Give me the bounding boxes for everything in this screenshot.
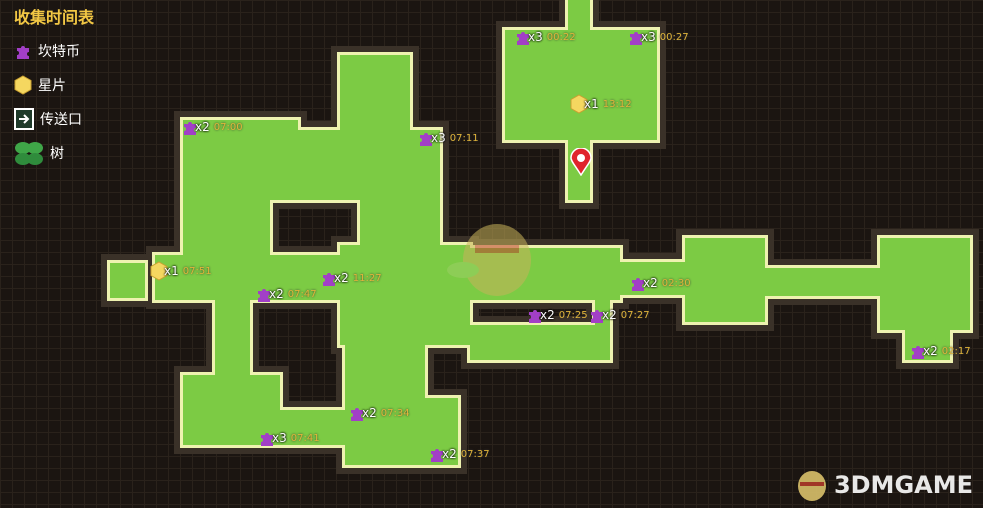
map-room <box>760 268 885 296</box>
puzzle-icon <box>323 273 335 286</box>
star-shard-icon <box>150 261 168 281</box>
marker-time: 07:37 <box>460 448 490 460</box>
puzzle-icon <box>261 433 273 446</box>
legend-item-star: 星片 <box>14 68 94 102</box>
puzzle-icon <box>258 289 270 302</box>
puzzle-icon <box>17 46 29 59</box>
marker-count: x1 <box>164 264 179 278</box>
legend-item-tree: 树 <box>14 136 94 170</box>
puzzle-icon <box>912 346 924 359</box>
map-room <box>297 130 440 200</box>
mascot-logo-icon <box>797 471 826 501</box>
legend-label: 树 <box>50 146 64 162</box>
puzzle-icon <box>431 449 443 462</box>
player-character-icon <box>445 215 535 304</box>
marker-time: 07:27 <box>620 309 650 321</box>
marker-time: 02:17 <box>941 345 971 357</box>
marker-time: 13:12 <box>602 98 632 110</box>
puzzle-icon <box>529 310 541 323</box>
puzzle-icon <box>420 133 432 146</box>
map-room <box>280 410 350 445</box>
legend-label: 传送口 <box>40 112 82 128</box>
star-shard-icon <box>14 75 32 95</box>
marker-count: x2 <box>334 271 349 285</box>
puzzle-icon <box>351 408 363 421</box>
legend-label: 坎特币 <box>38 44 80 60</box>
marker-time: 02:30 <box>661 277 691 289</box>
watermark-text: 3DMGAME <box>833 471 973 499</box>
tree-icon <box>15 142 43 165</box>
marker-time: 07:00 <box>213 121 243 133</box>
map-room <box>880 238 970 330</box>
legend: 收集时间表 坎特币 星片 传送口 树 <box>14 4 94 170</box>
star-shard-icon <box>570 94 588 114</box>
marker-count: x2 <box>602 308 617 322</box>
map-room <box>183 375 280 445</box>
location-pin-icon[interactable] <box>570 147 592 180</box>
map-room <box>685 238 765 322</box>
marker-time: 00:27 <box>659 31 689 43</box>
marker-count: x3 <box>272 431 287 445</box>
marker-time: 07:51 <box>182 265 212 277</box>
marker-time: 07:34 <box>380 407 410 419</box>
marker-count: x2 <box>442 447 457 461</box>
map-room <box>470 325 610 360</box>
portal-icon <box>14 108 34 130</box>
marker-time: 07:11 <box>449 132 479 144</box>
map-room <box>610 262 690 295</box>
marker-time: 11:27 <box>352 272 382 284</box>
marker-count: x2 <box>643 276 658 290</box>
legend-item-portal: 传送口 <box>14 102 94 136</box>
map-room <box>215 295 250 385</box>
puzzle-icon <box>630 32 642 45</box>
marker-count: x1 <box>584 97 599 111</box>
puzzle-icon <box>591 310 603 323</box>
legend-title: 收集时间表 <box>14 8 95 27</box>
marker-time: 07:47 <box>287 288 317 300</box>
marker-count: x3 <box>641 30 656 44</box>
marker-time: 00:22 <box>546 31 576 43</box>
marker-count: x2 <box>269 287 284 301</box>
map-room <box>183 120 298 200</box>
puzzle-icon <box>517 32 529 45</box>
puzzle-icon <box>632 278 644 291</box>
map-room <box>905 320 950 360</box>
marker-count: x2 <box>923 344 938 358</box>
marker-count: x3 <box>528 30 543 44</box>
map-room <box>505 30 657 140</box>
marker-count: x2 <box>195 120 210 134</box>
watermark-logo: 3DMGAME <box>792 468 973 502</box>
map-room <box>110 263 145 298</box>
marker-time: 07:25 <box>558 309 588 321</box>
legend-item-coin: 坎特币 <box>14 34 94 68</box>
puzzle-icon <box>184 122 196 135</box>
marker-count: x2 <box>362 406 377 420</box>
map-room <box>155 255 355 300</box>
marker-time: 07:41 <box>290 432 320 444</box>
marker-count: x3 <box>431 131 446 145</box>
marker-count: x2 <box>540 308 555 322</box>
legend-label: 星片 <box>38 78 66 94</box>
